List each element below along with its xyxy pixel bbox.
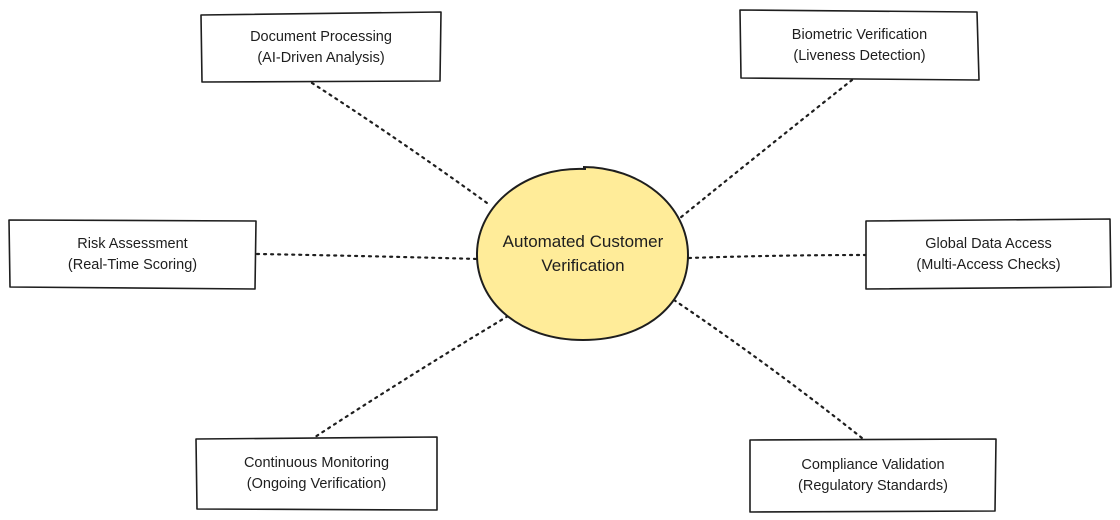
node-title: Compliance Validation bbox=[801, 457, 945, 473]
hub-label-line-2: Verification bbox=[541, 256, 625, 275]
node-title: Document Processing bbox=[250, 28, 392, 45]
node-subtitle: (Liveness Detection) bbox=[793, 47, 926, 64]
node-global-data-access: Global Data Access (Multi-Access Checks) bbox=[866, 220, 1111, 289]
node-boxes bbox=[8, 9, 1112, 513]
connector-compliance-validation bbox=[672, 298, 864, 440]
connector-biometric-verification bbox=[678, 78, 854, 220]
hub-circle bbox=[475, 166, 690, 342]
node-compliance-validation: Compliance Validation (Regulatory Standa… bbox=[750, 440, 996, 512]
node-subtitle: (Multi-Access Checks) bbox=[916, 256, 1061, 273]
hub-label: Automated Customer Verification bbox=[478, 218, 688, 290]
hub-label-line-1: Automated Customer bbox=[502, 232, 664, 251]
node-title: Continuous Monitoring bbox=[243, 455, 390, 471]
hub bbox=[475, 166, 690, 342]
node-title: Biometric Verification bbox=[791, 26, 928, 43]
node-document-processing: Document Processing (AI-Driven Analysis) bbox=[201, 13, 441, 82]
node-title: Global Data Access bbox=[925, 235, 1052, 252]
connector-continuous-monitoring bbox=[313, 314, 510, 439]
node-subtitle: (AI-Driven Analysis) bbox=[257, 49, 385, 66]
box-risk-assessment bbox=[8, 219, 257, 290]
box-biometric-verification bbox=[739, 9, 980, 81]
box-document-processing bbox=[200, 11, 442, 83]
node-risk-assessment: Risk Assessment (Real-Time Scoring) bbox=[9, 220, 256, 289]
node-continuous-monitoring: Continuous Monitoring (Ongoing Verificat… bbox=[196, 438, 437, 510]
connectors bbox=[255, 78, 867, 440]
connector-risk-assessment bbox=[255, 252, 481, 261]
box-continuous-monitoring bbox=[195, 436, 438, 511]
node-subtitle: (Real-Time Scoring) bbox=[67, 256, 198, 273]
node-title: Risk Assessment bbox=[77, 235, 188, 252]
node-biometric-verification: Biometric Verification (Liveness Detecti… bbox=[740, 11, 979, 80]
connector-global-data-access bbox=[687, 253, 867, 260]
connector-document-processing bbox=[310, 81, 489, 205]
node-subtitle: (Ongoing Verification) bbox=[246, 476, 387, 492]
box-compliance-validation bbox=[749, 438, 997, 513]
node-subtitle: (Regulatory Standards) bbox=[798, 478, 948, 494]
box-global-data-access bbox=[865, 218, 1112, 290]
